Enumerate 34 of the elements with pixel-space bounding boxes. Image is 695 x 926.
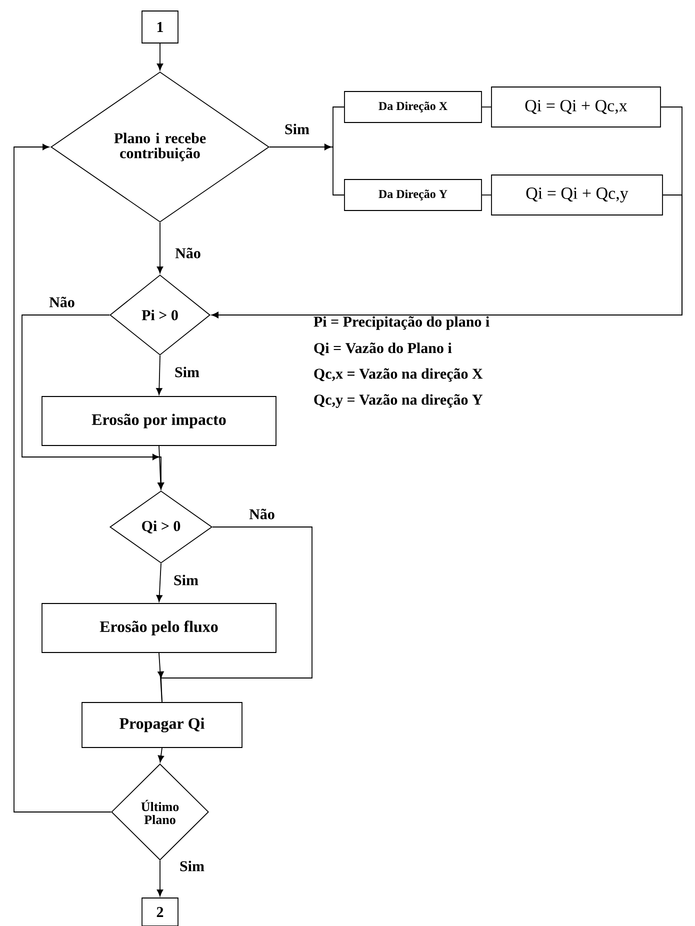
edge-label: Não	[248, 508, 276, 520]
edge-label: Não	[174, 246, 202, 260]
process-box: Da Direção X	[344, 91, 482, 123]
edge-label: Sim	[174, 366, 200, 378]
arrow	[158, 748, 164, 762]
edge-label: Não	[48, 296, 76, 308]
arrow	[156, 860, 164, 896]
legend-text: Qc,y = Vazão na direção Y	[314, 394, 483, 408]
arrow	[158, 446, 164, 490]
connector-box: 2	[142, 898, 178, 926]
legend-text: Qc,x = Vazão na direção X	[314, 368, 483, 382]
legend-text: Qi = Vazão do Plano i	[314, 342, 452, 356]
process-box: Qi = Qi + Qc,y	[491, 174, 663, 216]
arrow	[212, 194, 682, 318]
process-box: Erosão por impacto	[42, 396, 276, 446]
process-box: Da Direção Y	[344, 179, 482, 211]
process-box: Erosão pelo fluxo	[42, 603, 276, 653]
connector-line	[158, 652, 162, 702]
arrow	[14, 144, 112, 812]
connector-line	[482, 194, 492, 196]
arrow	[156, 43, 164, 70]
process-box: Propagar Qi	[82, 702, 242, 748]
arrow	[22, 314, 164, 490]
connector-box: 1	[142, 10, 178, 44]
arrow	[269, 144, 344, 196]
arrow	[156, 563, 162, 602]
edge-label: Sim	[284, 122, 310, 136]
process-box: Qi = Qi + Qc,x	[491, 86, 661, 128]
arrow	[156, 355, 162, 395]
arrow	[156, 222, 164, 274]
edge-label: Sim	[172, 574, 200, 586]
edge-label: Sim	[178, 860, 206, 872]
connector-line	[482, 106, 492, 108]
legend-text: Pi = Precipitação do plano i	[314, 316, 490, 330]
